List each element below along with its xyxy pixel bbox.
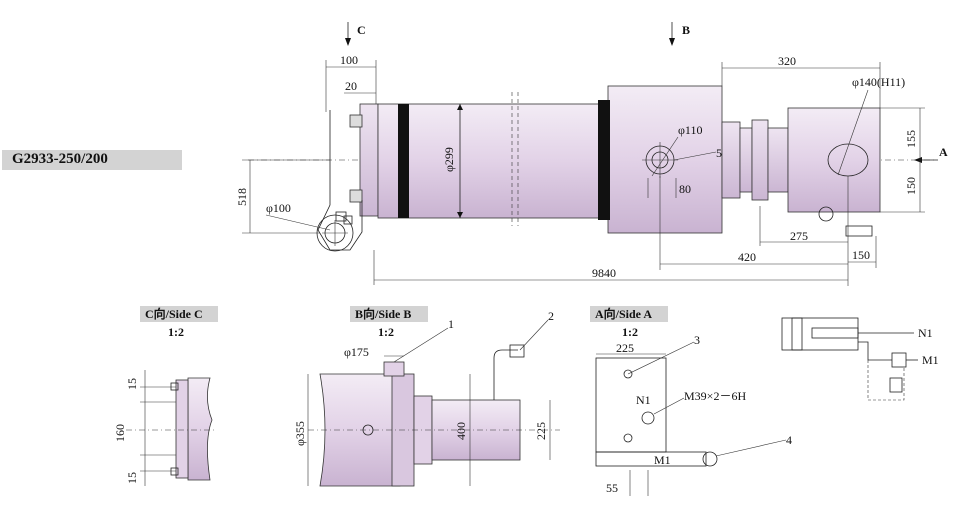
side-a-block [595,357,667,453]
dim-phi299: φ299 [442,147,456,172]
dim-320: 320 [778,54,796,68]
dim-518: 518 [235,188,249,206]
dim-80: 80 [679,182,691,196]
barrel-band-left [398,104,409,218]
section-arrow-a: A [914,145,948,163]
dim-150-bottom: 150 [852,248,870,262]
side-a-callout-3: 3 [694,333,700,347]
flange-bolt-bottom [349,189,363,203]
main-elevation: C B A [235,22,948,286]
dim-275: 275 [790,229,808,243]
side-b-dim-phi175: φ175 [344,345,369,359]
side-c-view: C向/Side C 1:2 15 160 15 [113,306,218,486]
piston-rod [767,127,789,193]
side-c-dim-15b: 15 [125,472,139,484]
break-lines [511,92,519,226]
side-b-callout-1: 1 [448,317,454,331]
barrel-band-right [598,100,610,220]
side-c-dim-160: 160 [113,424,127,442]
arrow-label-a: A [939,145,948,159]
side-b-callout-2: 2 [548,309,554,323]
side-a-n1: N1 [636,393,651,407]
cylinder-head [607,85,723,234]
hydraulic-schematic: N1 M1 [781,317,939,401]
hydraulic-n1: N1 [918,326,933,340]
side-b-scale: 1:2 [378,325,394,339]
side-a-title-box [590,306,668,322]
side-a-scale: 1:2 [622,325,638,339]
dim-150-right: 150 [904,177,918,195]
side-a-dim-225: 225 [616,341,634,355]
dim-phi140: φ140(H11) [852,75,905,89]
side-a-view: A向/Side A 1:2 225 N1 M39×2－6H M1 55 3 4 [590,306,792,496]
rod-eye-block [787,107,881,213]
side-a-callout-4: 4 [786,433,792,447]
gland [721,121,741,199]
rear-flange [359,103,379,217]
dim-phi110: φ110 [678,123,702,137]
arrow-label-c: C [357,23,366,37]
side-b-title: B向/Side B [355,306,411,321]
section-arrow-c: C [345,22,366,46]
cylinder-barrel [377,103,611,219]
side-a-title: A向/Side A [595,306,652,321]
dim-phi100: φ100 [266,201,291,215]
dim-9840: 9840 [592,266,616,280]
dim-20: 20 [345,79,357,93]
flange-bolt-top [349,114,363,128]
model-number: G2933-250/200 [12,151,108,167]
model-label-box: G2933-250/200 [2,150,182,170]
side-a-dim-55: 55 [606,481,618,495]
arrow-label-b: B [682,23,690,37]
hydraulic-m1: M1 [922,353,939,367]
side-c-title: C向/Side C [145,306,203,321]
side-b-dim-400: 400 [454,422,468,440]
side-b-dim-225: 225 [534,422,548,440]
side-b-title-box [350,306,428,322]
side-a-m1: M1 [654,453,671,467]
side-c-scale: 1:2 [168,325,184,339]
side-a-m39: M39×2－6H [684,389,746,403]
dim-100-top: 100 [340,53,358,67]
dim-420: 420 [738,250,756,264]
dim-155: 155 [904,130,918,148]
side-c-title-box [140,306,218,322]
side-b-view: B向/Side B 1:2 φ175 φ355 400 225 1 2 [293,306,560,487]
side-b-dim-phi355: φ355 [293,421,307,446]
callout-5: 5 [716,146,722,160]
side-c-dim-15a: 15 [125,378,139,390]
section-arrow-b: B [669,22,690,46]
